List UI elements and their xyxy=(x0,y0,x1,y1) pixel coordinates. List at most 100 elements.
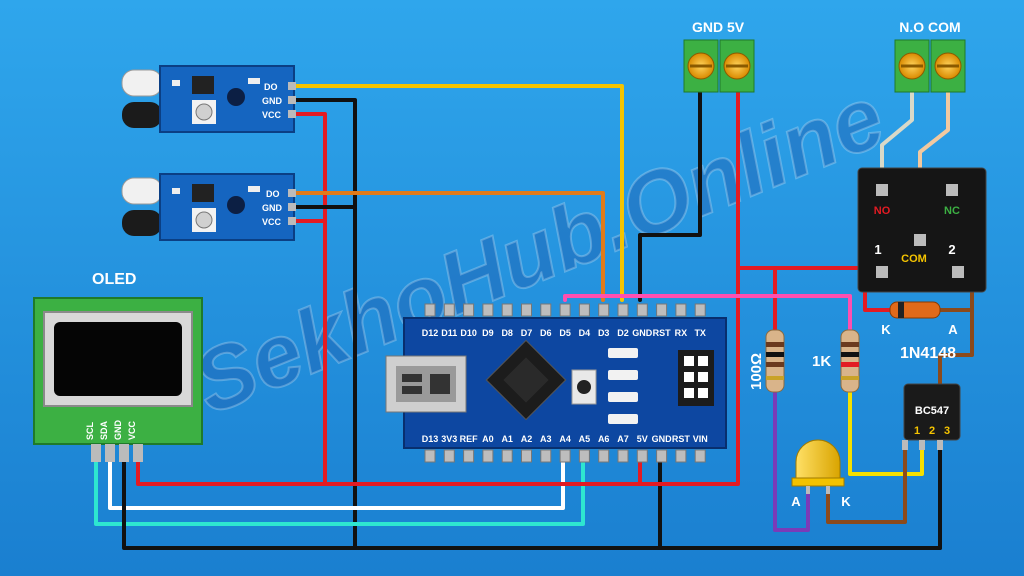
ir-hole xyxy=(227,88,245,106)
oled-pin xyxy=(91,444,101,462)
relay-terminal-block: N.O COM xyxy=(894,19,966,93)
icsp-header xyxy=(678,350,714,406)
arduino-pin-label: A7 xyxy=(617,434,629,444)
arduino-pin-label: D4 xyxy=(579,328,591,338)
pin-label: DO xyxy=(266,189,280,199)
wire-100r-to-led-a xyxy=(773,390,810,532)
wire-sensor1-vcc xyxy=(290,112,327,486)
arduino-pin-label: 3V3 xyxy=(441,434,457,444)
arduino-pin xyxy=(578,303,590,317)
arduino-pin xyxy=(636,449,648,463)
resistor-body xyxy=(840,329,860,393)
ir-sensor-bottom: DO GND VCC xyxy=(121,173,296,241)
arduino-pin-label: RX xyxy=(675,328,688,338)
wire-gnd-terminal xyxy=(638,90,702,302)
arduino-pin xyxy=(598,449,610,463)
diode-band xyxy=(898,302,904,318)
arduino-pin xyxy=(463,303,475,317)
arduino-pin-label: TX xyxy=(694,328,706,338)
relay: NO NC COM 1 2 xyxy=(857,167,987,293)
pin-header xyxy=(288,189,296,197)
relay-pin xyxy=(946,184,958,196)
arduino-pin xyxy=(521,303,532,317)
relay-com-label: COM xyxy=(901,253,927,265)
arduino-pin-label: A1 xyxy=(501,434,513,444)
pin-header xyxy=(288,96,296,104)
relay-nc-label: NC xyxy=(944,205,960,217)
relay-pin xyxy=(876,266,888,278)
pin-label: VCC xyxy=(262,110,282,120)
oled-pin xyxy=(133,444,143,462)
arduino-pin xyxy=(656,303,668,317)
arduino-pin xyxy=(443,303,455,317)
ir-emitter-led xyxy=(121,177,163,205)
wire-5v-bus xyxy=(638,90,740,486)
power-terminal-block: GND 5V xyxy=(683,19,755,93)
pin-header xyxy=(288,203,296,211)
led: A K xyxy=(791,439,851,509)
arduino-pin xyxy=(482,449,494,463)
oled-pin xyxy=(105,444,115,462)
ir-receiver-led xyxy=(122,102,162,128)
arduino-pin xyxy=(501,303,513,317)
relay-coil-1-label: 1 xyxy=(874,242,881,257)
arduino-pin-label: D11 xyxy=(441,328,457,338)
microcontroller-chip xyxy=(485,339,567,421)
relay-terminal-label: N.O COM xyxy=(899,19,960,35)
ir-emitter-led xyxy=(121,69,163,97)
arduino-pin-label: D6 xyxy=(540,328,552,338)
wire-1k-to-base xyxy=(848,390,924,476)
arduino-pin-label: RST xyxy=(653,328,672,338)
ir-sensor-top: DO GND VCC xyxy=(121,65,296,133)
ir-chip xyxy=(192,184,214,202)
pin-header xyxy=(288,82,296,90)
relay-coil-2-label: 2 xyxy=(948,242,955,257)
arduino-pin xyxy=(482,303,494,317)
wire-led-k-to-emitter xyxy=(826,446,907,524)
oled-title: OLED xyxy=(92,271,136,288)
pin-header xyxy=(288,217,296,225)
transistor-pin-label: 1 xyxy=(914,425,920,437)
oled-screen xyxy=(54,322,182,396)
arduino-pin xyxy=(694,303,706,317)
arduino-pin-label: D3 xyxy=(598,328,610,338)
led-a-label: A xyxy=(791,494,801,509)
relay-pin xyxy=(914,234,926,246)
wire-sensor2-do-to-d3 xyxy=(290,191,605,302)
arduino-pin-label: D10 xyxy=(460,328,477,338)
pin-label: GND xyxy=(262,203,283,213)
arduino-pin xyxy=(617,449,629,463)
arduino-pin-label: D2 xyxy=(617,328,629,338)
diode-k-label: K xyxy=(881,322,891,337)
oled-module: OLED SCL SDA GND VCC xyxy=(33,271,203,462)
arduino-pin xyxy=(501,449,513,463)
arduino-pin-label: D8 xyxy=(501,328,513,338)
arduino-pin xyxy=(424,303,436,317)
resistor-100-ohm: 100Ω xyxy=(748,329,785,393)
relay-pin xyxy=(952,266,964,278)
arduino-pin-label: A0 xyxy=(482,434,494,444)
arduino-pin xyxy=(578,449,590,463)
smd-component xyxy=(608,414,638,424)
arduino-pin xyxy=(675,303,687,317)
oled-pin xyxy=(119,444,129,462)
arduino-pin-label: 5V xyxy=(637,434,648,444)
arduino-pin xyxy=(694,449,706,463)
led-dome xyxy=(795,439,841,481)
diode: K A 1N4148 xyxy=(881,301,958,362)
led-k-label: K xyxy=(841,494,851,509)
relay-pin xyxy=(876,184,888,196)
resistor-100-label: 100Ω xyxy=(748,353,765,390)
wire-sensor1-do-to-d2 xyxy=(290,84,624,302)
arduino-pin-label: D5 xyxy=(559,328,571,338)
arduino-pin-label: A3 xyxy=(540,434,552,444)
arduino-pin-label: REF xyxy=(460,434,479,444)
arduino-pin-label: D13 xyxy=(422,434,439,444)
arduino-pin-label: VIN xyxy=(693,434,708,444)
arduino-pin-label: A5 xyxy=(579,434,591,444)
led-rim xyxy=(791,477,845,487)
arduino-pin xyxy=(617,303,629,317)
